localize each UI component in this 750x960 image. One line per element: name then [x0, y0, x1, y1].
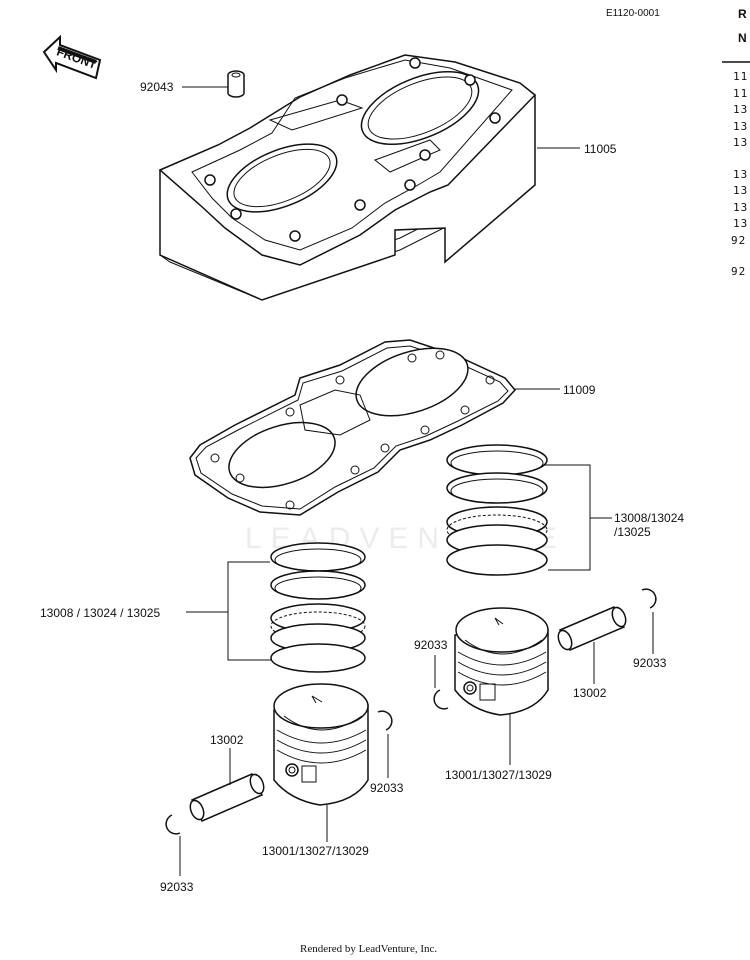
diagram-code: E1120-0001 — [606, 8, 660, 19]
piston-left — [273, 683, 369, 806]
piston-rings-left — [270, 542, 366, 673]
parts-list-ref-3: 13 — [733, 103, 748, 116]
parts-list-ref-11: 92 — [731, 265, 746, 278]
parts-list-ref-6: 13 — [733, 168, 748, 181]
cylinder-block — [158, 54, 537, 301]
footer-credit: Rendered by LeadVenture, Inc. — [300, 943, 437, 955]
parts-list-ref-5: 13 — [733, 136, 748, 149]
callout-rings-right-a: 13008/13024 — [614, 511, 684, 525]
callout-rings-left: 13008 / 13024 / 13025 — [40, 606, 160, 620]
callout-rings-right-b: /13025 — [614, 525, 651, 539]
callout-gasket: 11009 — [563, 383, 596, 397]
callout-pin-right: 13002 — [573, 686, 607, 700]
circlip-right-outer — [641, 588, 657, 609]
parts-list-column: R N 11 11 13 13 13 13 13 13 13 92 92 — [722, 7, 750, 278]
piston-rings-right — [446, 444, 548, 576]
leader-rings-left — [227, 561, 272, 661]
callout-cylinder: 11005 — [584, 142, 617, 156]
circlip-left-inner — [377, 710, 393, 731]
parts-list-ref-8: 13 — [733, 201, 748, 214]
wrist-pin-left — [189, 773, 265, 822]
dowel-pin — [227, 70, 245, 98]
front-arrow: FRONT — [42, 34, 102, 80]
head-gasket — [189, 339, 516, 516]
callout-clip-right-inner: 92033 — [414, 638, 448, 652]
callout-clip-left-inner: 92033 — [370, 781, 404, 795]
callout-clip-left-outer: 92033 — [160, 880, 194, 894]
callout-clip-right-outer: 92033 — [633, 656, 667, 670]
parts-list-header-no: N — [738, 31, 747, 45]
parts-list-ref-7: 13 — [733, 184, 748, 197]
circlip-left-outer — [165, 814, 181, 835]
parts-list-ref-1: 11 — [733, 70, 748, 83]
callout-piston-left: 13001/13027/13029 — [262, 844, 369, 858]
callout-pin-left: 13002 — [210, 733, 244, 747]
piston-right — [454, 607, 549, 716]
callout-piston-right: 13001/13027/13029 — [445, 768, 552, 782]
parts-list-ref-2: 11 — [733, 87, 748, 100]
callout-dowel: 92043 — [140, 80, 174, 94]
circlip-right-inner — [433, 689, 449, 710]
parts-list-header-ref: R — [738, 7, 747, 21]
parts-list-ref-4: 13 — [733, 120, 748, 133]
parts-list-ref-9: 13 — [733, 217, 748, 230]
wrist-pin-right — [557, 606, 627, 651]
parts-list-ref-10: 92 — [731, 234, 746, 247]
